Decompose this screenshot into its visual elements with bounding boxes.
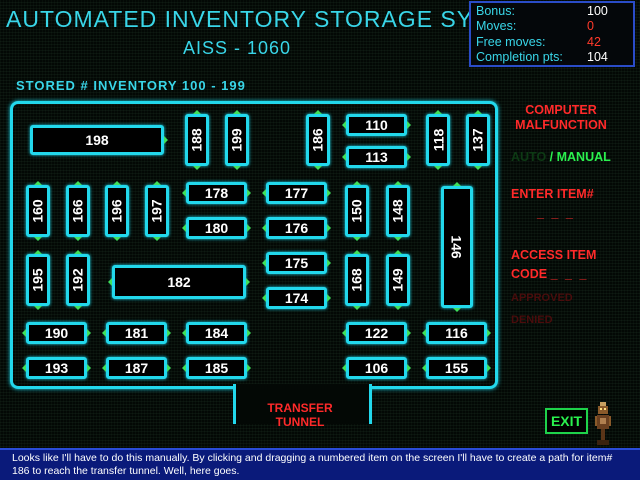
inventory-item-166[interactable]: 166 [66, 181, 90, 241]
bonus-value: 100 [587, 4, 608, 18]
inventory-item-197[interactable]: 197 [145, 181, 169, 241]
code-dashes: _ _ _ [550, 267, 589, 281]
bonus-row: Bonus: 100 [476, 4, 630, 19]
inventory-item-150[interactable]: 150 [345, 181, 369, 241]
inventory-range-label: STORED # INVENTORY 100 - 199 [16, 78, 246, 93]
free-moves-value: 42 [587, 35, 601, 49]
transfer-tunnel-chute [233, 384, 372, 424]
code-label: CODE [511, 267, 548, 281]
robot-icon [595, 402, 611, 445]
enter-item-label: ENTER ITEM# [511, 187, 594, 201]
inventory-item-198[interactable]: 198 [30, 125, 168, 155]
free-moves-label: Free moves: [476, 35, 546, 49]
malfunction-warning: COMPUTER MALFUNCTION [506, 103, 616, 133]
inventory-item-149[interactable]: 149 [386, 250, 410, 310]
inventory-item-106[interactable]: 106 [342, 357, 411, 379]
inventory-item-196[interactable]: 196 [105, 181, 129, 241]
inventory-item-181[interactable]: 181 [102, 322, 171, 344]
narration-message: Looks like I'll have to do this manually… [0, 448, 640, 480]
inventory-item-174[interactable]: 174 [262, 287, 331, 309]
inventory-item-180[interactable]: 180 [182, 217, 251, 239]
inventory-item-118[interactable]: 118 [426, 110, 450, 170]
inventory-item-195[interactable]: 195 [26, 250, 50, 310]
inventory-item-137[interactable]: 137 [466, 110, 490, 170]
moves-value: 0 [587, 19, 594, 33]
inventory-item-185[interactable]: 185 [182, 357, 251, 379]
inventory-item-178[interactable]: 178 [182, 182, 251, 204]
inventory-item-192[interactable]: 192 [66, 250, 90, 310]
inventory-item-155[interactable]: 155 [422, 357, 491, 379]
inventory-item-148[interactable]: 148 [386, 181, 410, 241]
exit-button[interactable]: EXIT [545, 408, 588, 434]
completion-row: Completion pts: 104 [476, 50, 630, 65]
approved-indicator: APPROVED [511, 292, 573, 304]
bonus-label: Bonus: [476, 4, 515, 18]
inventory-item-168[interactable]: 168 [345, 250, 369, 310]
inventory-item-113[interactable]: 113 [342, 146, 411, 168]
mode-selector: AUTO / MANUAL [511, 150, 611, 164]
access-item-label: ACCESS ITEM [511, 248, 597, 262]
free-moves-row: Free moves: 42 [476, 35, 630, 50]
malfunction-line1: COMPUTER [525, 103, 597, 117]
mode-manual[interactable]: / MANUAL [549, 150, 611, 164]
inventory-item-184[interactable]: 184 [182, 322, 251, 344]
inventory-item-199[interactable]: 199 [225, 110, 249, 170]
system-model: AISS - 1060 [182, 38, 292, 58]
inventory-item-190[interactable]: 190 [22, 322, 91, 344]
inventory-item-122[interactable]: 122 [342, 322, 411, 344]
enter-item-field: _ _ _ [537, 206, 575, 220]
inventory-item-188[interactable]: 188 [185, 110, 209, 170]
malfunction-line2: MALFUNCTION [515, 118, 607, 132]
moves-row: Moves: 0 [476, 19, 630, 34]
inventory-item-177[interactable]: 177 [262, 182, 331, 204]
inventory-item-146[interactable]: 146 [441, 182, 473, 312]
transfer-tunnel-line1: TRANSFER [267, 401, 333, 415]
score-panel: Bonus: 100 Moves: 0 Free moves: 42 Compl… [469, 1, 635, 67]
inventory-item-193[interactable]: 193 [22, 357, 91, 379]
inventory-item-116[interactable]: 116 [422, 322, 491, 344]
inventory-item-160[interactable]: 160 [26, 181, 50, 241]
transfer-tunnel-line2: TUNNEL [275, 415, 325, 429]
inventory-item-187[interactable]: 187 [102, 357, 171, 379]
inventory-item-182[interactable]: 182 [108, 265, 250, 299]
game-title: AUTOMATED INVENTORY STORAGE SYSTEM [6, 6, 541, 32]
access-code-field: CODE _ _ _ [511, 267, 588, 281]
inventory-item-176[interactable]: 176 [262, 217, 331, 239]
transfer-tunnel-label: TRANSFER TUNNEL [245, 401, 355, 429]
moves-label: Moves: [476, 19, 517, 33]
inventory-item-110[interactable]: 110 [342, 114, 411, 136]
inventory-item-186[interactable]: 186 [306, 110, 330, 170]
denied-indicator: DENIED [511, 314, 553, 326]
mode-auto[interactable]: AUTO [511, 150, 547, 164]
completion-value: 104 [587, 50, 608, 64]
completion-label: Completion pts: [476, 50, 563, 64]
inventory-item-175[interactable]: 175 [262, 252, 331, 274]
